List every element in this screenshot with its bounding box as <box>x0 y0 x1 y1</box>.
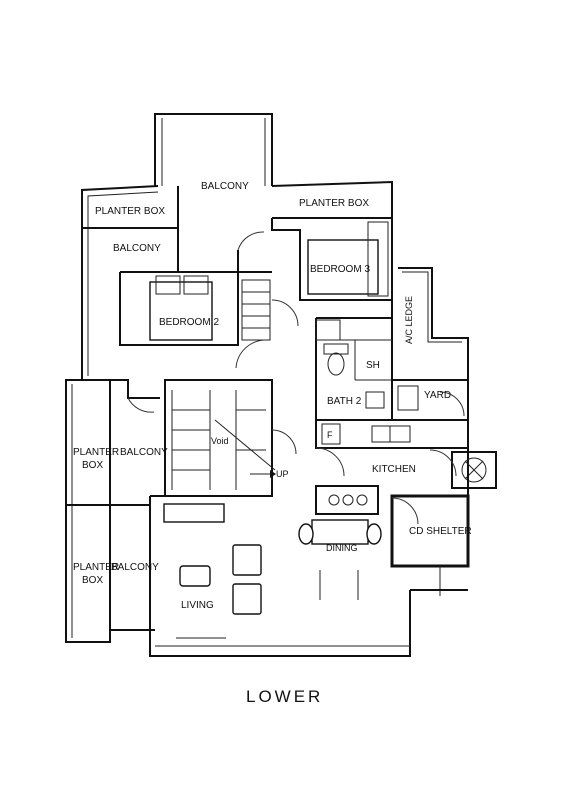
bedroom2-pillow-1 <box>155 275 181 295</box>
hob-1 <box>328 494 340 506</box>
door-yard <box>439 391 465 417</box>
label-planter-box-top: PLANTER BOX <box>299 198 369 209</box>
label-bath-2: BATH 2 <box>327 396 362 407</box>
door-corridor <box>271 299 299 327</box>
label-balcony-low: BALCONY <box>111 562 159 573</box>
bedroom3-wall <box>271 218 392 301</box>
upper-stair <box>241 279 271 341</box>
sofa-chair-1 <box>232 544 262 576</box>
bath2-basin <box>365 391 385 409</box>
label-cd-shelter: CD SHELTER <box>409 526 472 537</box>
planter-left-wall <box>81 185 159 380</box>
door-bedroom2 <box>235 339 267 369</box>
label-balcony-top: BALCONY <box>201 181 249 192</box>
kitchen-sink <box>371 425 411 443</box>
kitchen-bottom-counter <box>315 485 379 515</box>
bedroom3-wardrobe <box>367 221 389 297</box>
label-balcony-mid: BALCONY <box>120 447 168 458</box>
void-diagonal <box>214 419 276 471</box>
cd-shelter-wall <box>390 494 470 568</box>
fridge <box>321 423 341 445</box>
door-kitchen <box>315 447 345 477</box>
label-yard: YARD <box>424 390 451 401</box>
bath2-toilet <box>327 352 345 376</box>
label-balcony-left-upper: BALCONY <box>113 243 161 254</box>
bedroom2-bed <box>149 281 213 341</box>
door-shelter <box>391 497 419 525</box>
bedroom3-bed <box>307 239 379 295</box>
hob-2 <box>342 494 354 506</box>
door-balcony-mid <box>127 397 155 413</box>
label-planter-box-left: PLANTER BOX <box>95 206 165 217</box>
label-box-b: BOX <box>82 575 103 586</box>
bedroom2-wall <box>119 271 239 346</box>
label-dining: DINING <box>326 543 358 553</box>
label-planter-b: PLANTER <box>73 562 119 573</box>
balcony-mid-wall <box>177 186 239 273</box>
label-up: UP <box>276 469 289 479</box>
balcony-mid-outer <box>110 379 160 399</box>
sofa-chair-2 <box>232 583 262 615</box>
kitchen-top-counter <box>315 419 469 449</box>
door-service <box>429 449 457 477</box>
label-fridge: F <box>327 430 333 440</box>
label-living: LIVING <box>181 600 214 611</box>
planter-left-column <box>65 379 111 643</box>
label-ac-ledge: A/C LEDGE <box>404 296 414 344</box>
bath2-cistern <box>323 343 349 355</box>
dining-chair-left <box>298 523 314 545</box>
door-stair <box>271 429 297 455</box>
up-arrow-head <box>270 470 276 478</box>
bath2-hatch <box>315 319 341 341</box>
label-planter-a: PLANTER <box>73 447 119 458</box>
dining-table <box>311 519 369 545</box>
planter-top-wall <box>271 180 393 219</box>
dining-chair-right <box>366 523 382 545</box>
living-cabinet <box>163 503 225 523</box>
service-shaft-circle <box>461 457 487 483</box>
yard-sink <box>397 385 419 411</box>
label-kitchen: KITCHEN <box>372 464 416 475</box>
service-shaft <box>451 451 497 489</box>
hob-3 <box>356 494 368 506</box>
label-void: Void <box>211 436 229 446</box>
plan-title: LOWER <box>246 687 323 706</box>
label-bedroom-2: BEDROOM 2 <box>159 317 219 328</box>
label-sh: SH <box>366 360 380 371</box>
door-bedroom3 <box>237 231 265 251</box>
planter-left-inner <box>87 191 159 376</box>
bedroom2-pillow-2 <box>183 275 209 295</box>
label-bedroom-3: BEDROOM 3 <box>310 264 370 275</box>
coffee-table <box>179 565 211 587</box>
label-box-a: BOX <box>82 460 103 471</box>
balcony-top-wall <box>154 113 273 186</box>
ac-ledge-inner <box>402 271 462 343</box>
living-wall <box>149 496 411 657</box>
